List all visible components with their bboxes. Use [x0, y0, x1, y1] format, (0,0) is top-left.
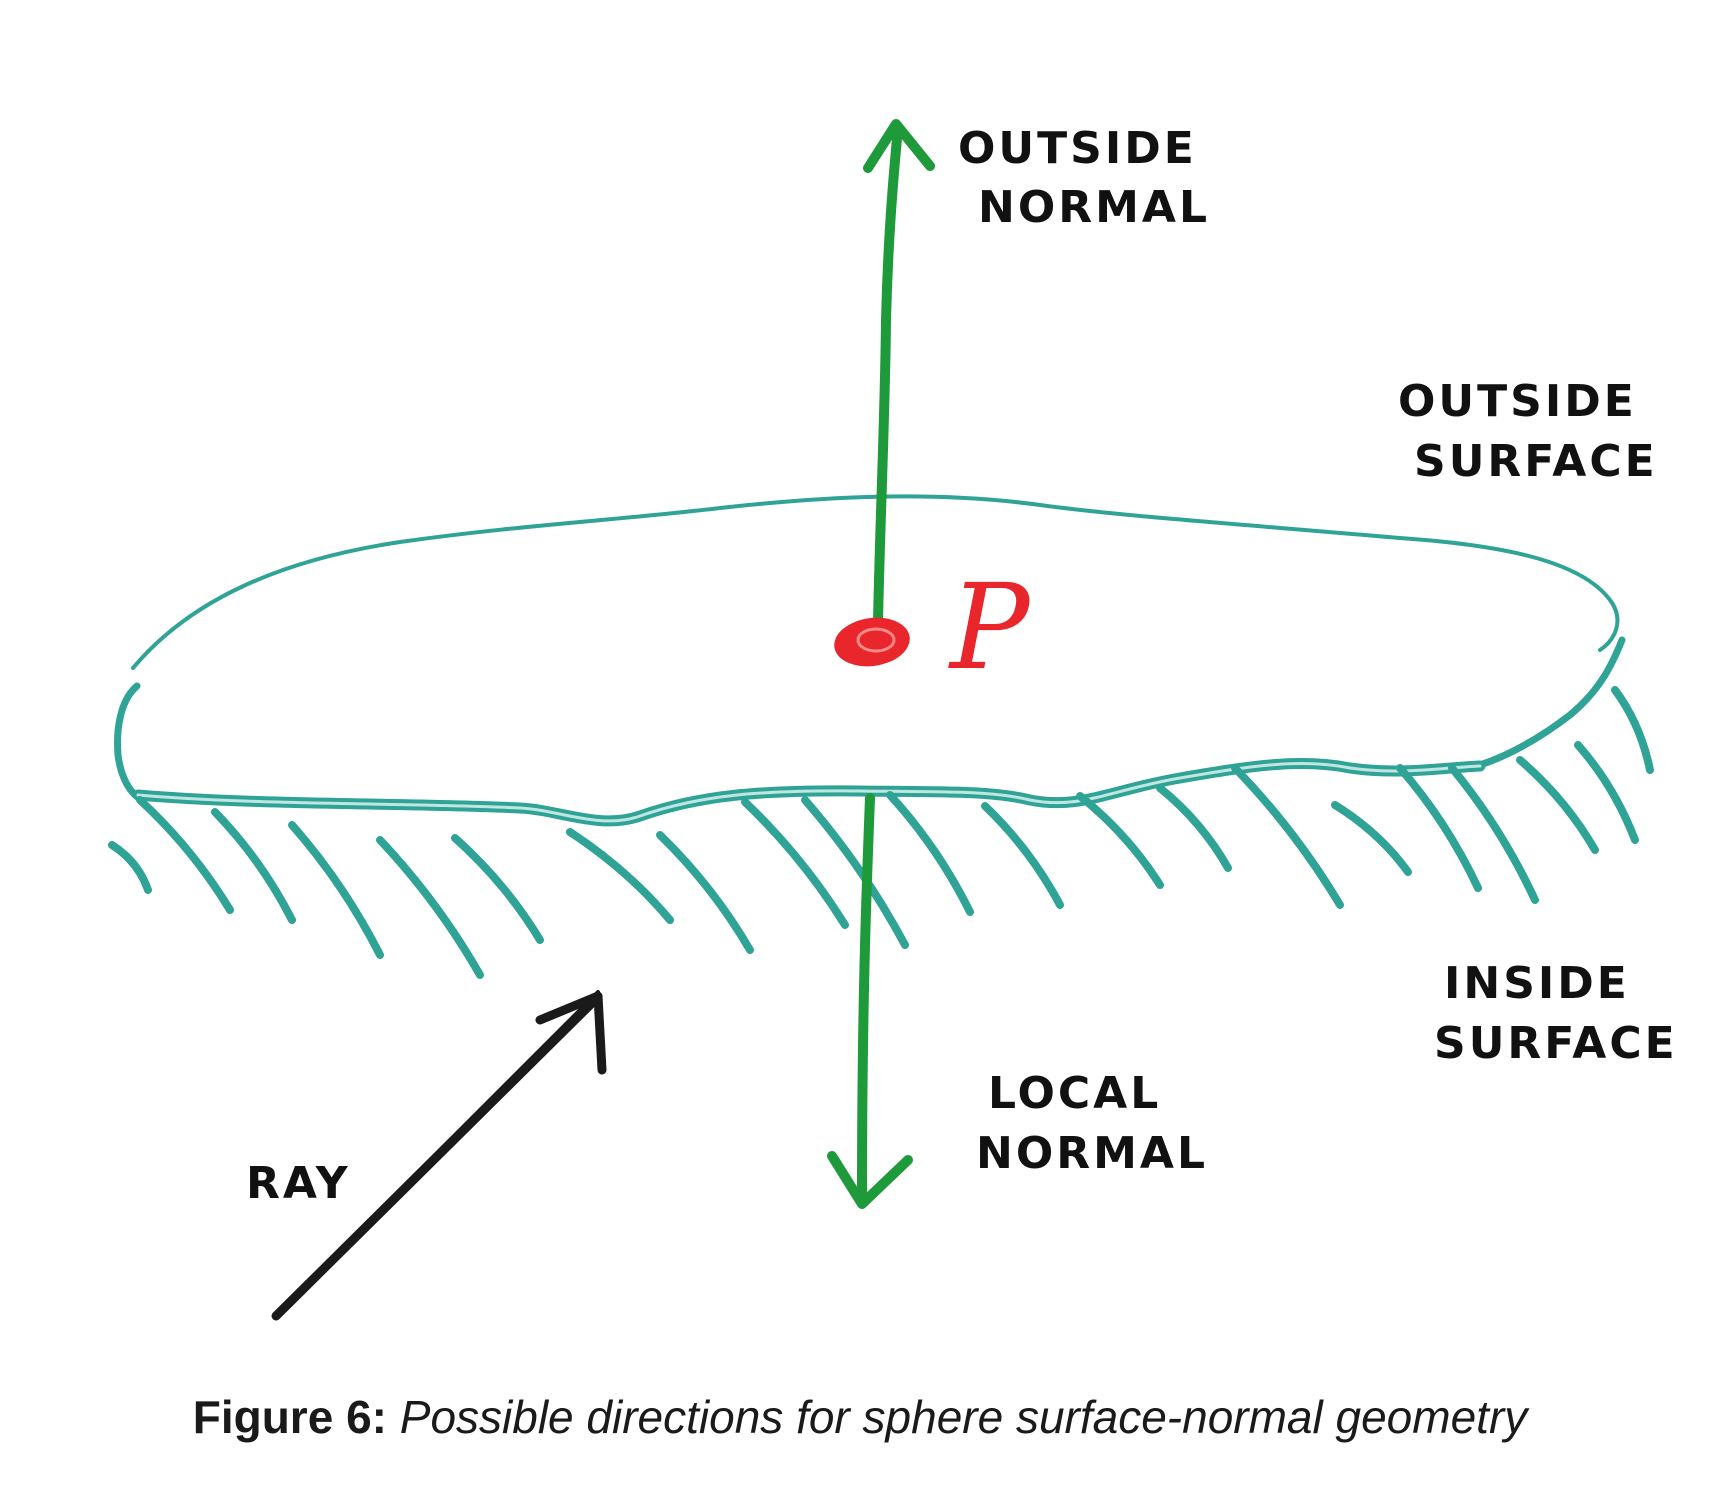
- hatch-mark: [1448, 764, 1539, 904]
- hatch-mark: [211, 808, 296, 924]
- outside-surface-label: OUTSIDE SURFACE: [1398, 376, 1658, 487]
- inside-surface-line-2: SURFACE: [1434, 1018, 1678, 1069]
- surface-normal-diagram: P OUTSIDE NORMAL OUTSIDE SURFACE INSIDE …: [108, 119, 1678, 1321]
- hatch-mark: [136, 796, 234, 914]
- point-p-label: P: [948, 558, 1032, 696]
- figure-caption-text: Possible directions for sphere surface-n…: [399, 1391, 1528, 1443]
- hatch-mark: [656, 831, 754, 954]
- hatch-mark: [288, 821, 384, 959]
- hatch-mark: [108, 841, 152, 894]
- outside-normal-line-2: NORMAL: [978, 182, 1210, 233]
- inside-surface-highlight: [136, 762, 1482, 823]
- hatch-mark: [1156, 784, 1232, 872]
- hatch-mark: [376, 836, 484, 979]
- outside-surface-line-2: SURFACE: [1414, 436, 1658, 487]
- hatch-mark: [1396, 764, 1482, 892]
- hatch-mark: [1231, 764, 1344, 909]
- slab-right-rim: [1476, 636, 1626, 769]
- hatch-mark: [741, 798, 849, 929]
- hatch-mark: [886, 791, 974, 916]
- local-normal-arrow: [827, 793, 913, 1209]
- hatch-mark: [1516, 756, 1599, 854]
- hatch-mark: [1076, 792, 1164, 889]
- local-normal-label: LOCAL NORMAL: [976, 1068, 1208, 1179]
- outside-normal-arrow: [863, 119, 935, 627]
- local-normal-line-2: NORMAL: [976, 1128, 1208, 1179]
- outside-surface-line-1: OUTSIDE: [1398, 376, 1637, 427]
- local-normal-line-1: LOCAL: [988, 1068, 1161, 1119]
- inside-hatch-marks: [108, 686, 1654, 979]
- hatch-mark: [1574, 741, 1639, 844]
- slab-left-rim: [114, 682, 141, 799]
- ray-label: RAY: [246, 1158, 351, 1209]
- hatch-mark: [981, 802, 1064, 909]
- outside-normal-label: OUTSIDE NORMAL: [958, 123, 1215, 233]
- figure-caption: Figure 6: Possible directions for sphere…: [0, 1390, 1720, 1444]
- hatch-mark: [801, 796, 909, 949]
- hatch-mark: [451, 834, 544, 944]
- inside-surface-label: INSIDE SURFACE: [1434, 958, 1678, 1069]
- hatch-mark: [1331, 801, 1412, 876]
- point-p-marker: [834, 617, 910, 667]
- hatch-mark: [566, 828, 674, 924]
- figure-number: Figure 6:: [192, 1391, 387, 1443]
- inside-surface-line-1: INSIDE: [1444, 958, 1630, 1009]
- hatch-mark: [1611, 686, 1654, 774]
- ray-arrow: [271, 990, 607, 1321]
- outside-surface-outline: [131, 494, 1620, 670]
- outside-normal-line-1: OUTSIDE: [958, 123, 1197, 174]
